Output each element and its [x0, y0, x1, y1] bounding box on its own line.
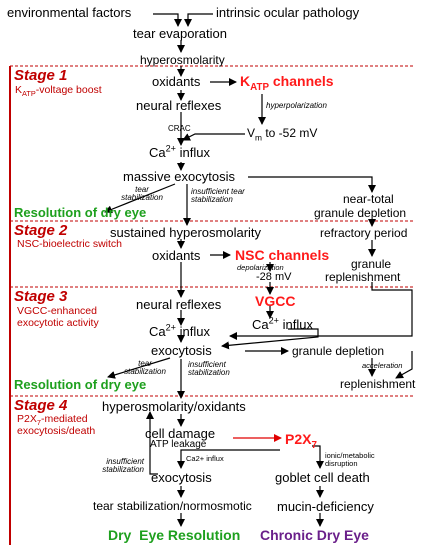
stage2-subtitle: NSC-bioelectric switch: [17, 238, 123, 250]
ionic-metabolic-label: ionic/metabolic disruption: [325, 451, 375, 468]
hyperpolarization-label: hyperpolarization: [266, 101, 327, 110]
arrow-intrinsic: [184, 13, 213, 27]
arrow-tear-stab1: [104, 183, 176, 214]
arrow-granule-exo3: [229, 282, 413, 340]
refractory-period-label: refractory period: [320, 226, 408, 240]
depolarization-label: depolarization: [237, 263, 284, 272]
nsc-channels-label: NSC channels: [235, 247, 330, 263]
vgcc-label: VGCC: [255, 293, 296, 309]
stage3-resolution: Resolution of dry eye: [14, 377, 147, 392]
stage4-subtitle-1: P2X7-mediated: [17, 413, 88, 428]
stage4-exocytosis: exocytosis: [151, 470, 212, 485]
arrow-tear-stab3: [107, 357, 171, 379]
p2x7-label: P2X7: [285, 431, 317, 451]
stage3-ca-influx: Ca2+ influx: [149, 322, 210, 339]
tear-normosmotic-label: tear stabilization/normosmotic: [93, 499, 252, 513]
near-total-label: near-total: [343, 192, 394, 206]
stage3-granule-depletion: granule depletion: [292, 344, 385, 358]
stage2-granule: granule: [351, 257, 392, 271]
stage3-neural-reflexes: neural reflexes: [136, 297, 222, 312]
atp-leakage-label: ATP leakage: [150, 439, 207, 450]
hyperosmolarity-label: hyperosmolarity: [140, 53, 225, 67]
ca-influx-small-label: Ca2+ influx: [186, 454, 224, 463]
stage1-title: Stage 1: [14, 67, 68, 84]
stage2-title: Stage 2: [14, 222, 68, 239]
cell-damage-label: cell damage: [145, 426, 216, 441]
stage3-ca-influx-vgcc: Ca2+ influx: [252, 315, 313, 332]
intrinsic-pathology-label: intrinsic ocular pathology: [216, 5, 360, 20]
stage1-granule-depletion: granule depletion: [314, 206, 407, 220]
tear-evaporation-label: tear evaporation: [133, 26, 227, 41]
acceleration-label: acceleration: [362, 361, 403, 370]
arrow-p2x-right: [312, 445, 324, 469]
sustained-hyperosmolarity-label: sustained hyperosmolarity: [110, 225, 262, 240]
stage3-replenishment: replenishment: [340, 377, 416, 391]
stage3-subtitle-2: exocytotic activity: [17, 317, 99, 329]
stage1-resolution: Resolution of dry eye: [14, 205, 147, 220]
stage4-insufficient: insufficient stabilization: [102, 457, 144, 475]
goblet-cell-death-label: goblet cell death: [275, 470, 370, 485]
stage3-title: Stage 3: [14, 288, 68, 305]
crac-label: CRAC: [168, 124, 191, 133]
stage3-insufficient: insufficient stabilization: [188, 360, 230, 378]
arrow-ca3b-exo3: [221, 328, 319, 350]
stage1-insufficient: insufficient tear stabilization: [191, 187, 245, 205]
stage4-title: Stage 4: [14, 397, 68, 414]
arrow-acceleration: [395, 351, 413, 379]
chronic-dry-eye-label: Chronic Dry Eye: [260, 527, 369, 543]
arrow-vm-crac: [182, 133, 245, 141]
katp-channels-label: KATP channels: [240, 73, 334, 93]
stage1-neural-reflexes: neural reflexes: [136, 98, 222, 113]
arrow-p2x-left: [177, 449, 280, 469]
stage3-subtitle-1: VGCC-enhanced: [17, 305, 97, 317]
arrow-env: [153, 13, 182, 27]
stage2-replenishment: replenishment: [325, 270, 401, 284]
massive-exocytosis-label: massive exocytosis: [123, 169, 235, 184]
stage1-subtitle: KATP-voltage boost: [15, 84, 102, 99]
mv-28-label: -28 mV: [256, 271, 292, 283]
stage4-subtitle-2: exocytosis/death: [17, 425, 96, 437]
stage1-oxidants: oxidants: [152, 74, 201, 89]
mucin-deficiency-label: mucin-deficiency: [277, 499, 374, 514]
stage1-ca-influx: Ca2+ influx: [149, 143, 210, 160]
stage3-tear-stabilization: tear stabilization: [124, 359, 166, 377]
arrow-massive-depletion: [248, 176, 376, 193]
arrow-exo4-hyper4: [146, 411, 158, 475]
environmental-factors-label: environmental factors: [7, 5, 132, 20]
hyperosmolarity-oxidants-label: hyperosmolarity/oxidants: [102, 399, 246, 414]
stage1-tear-stabilization: tear stabilization: [121, 185, 163, 203]
stage3-exocytosis: exocytosis: [151, 343, 212, 358]
stage2-oxidants: oxidants: [152, 248, 201, 263]
vm-label: Vm to -52 mV: [247, 126, 318, 143]
dry-eye-resolution-label: Dry Eye Resolution: [108, 527, 241, 543]
